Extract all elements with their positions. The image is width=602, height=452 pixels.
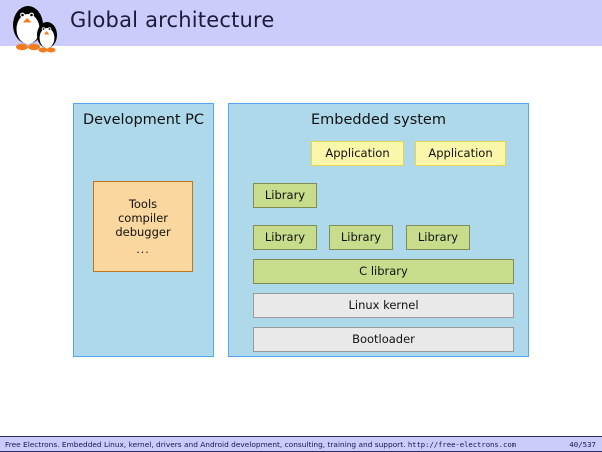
- box-tools-line-2: compiler: [117, 210, 169, 225]
- footer-credit: Free Electrons. Embedded Linux, kernel, …: [5, 440, 516, 449]
- box-tools: Tools compiler debugger ...: [93, 181, 193, 272]
- two-penguins-logo: [13, 6, 57, 53]
- box-c-library: C library: [253, 259, 514, 284]
- architecture-diagram: Development PC Tools compiler debugger .…: [0, 46, 602, 431]
- box-c-library-label: C library: [359, 264, 408, 279]
- box-library-mid-3: Library: [406, 225, 470, 250]
- box-application-2-label: Application: [428, 146, 493, 161]
- box-library-top-label: Library: [264, 188, 306, 203]
- box-library-mid-1: Library: [253, 225, 317, 250]
- box-linux-kernel: Linux kernel: [253, 293, 514, 318]
- box-tools-line-1: Tools: [128, 196, 158, 211]
- box-application-2: Application: [415, 141, 506, 166]
- box-application-1-label: Application: [325, 146, 390, 161]
- box-tools-line-3: debugger: [115, 225, 171, 240]
- box-application-1: Application: [311, 141, 404, 166]
- footer-credit-text: Free Electrons. Embedded Linux, kernel, …: [5, 440, 406, 449]
- panel-embedded-system: Embedded system Application Application …: [228, 103, 529, 357]
- panel-title-development-pc: Development PC: [82, 112, 205, 128]
- box-library-mid-1-label: Library: [264, 230, 306, 245]
- footer-page-number: 40/537: [569, 440, 596, 449]
- box-library-mid-3-label: Library: [417, 230, 459, 245]
- box-bootloader-label: Bootloader: [352, 332, 415, 347]
- footer-url[interactable]: http://free-electrons.com: [407, 440, 516, 449]
- box-bootloader: Bootloader: [253, 327, 514, 352]
- page-title: Global architecture: [70, 8, 275, 32]
- panel-development-pc: Development PC Tools compiler debugger .…: [73, 103, 214, 357]
- box-library-mid-2-label: Library: [340, 230, 382, 245]
- box-library-mid-2: Library: [329, 225, 393, 250]
- box-library-top: Library: [253, 183, 317, 208]
- box-linux-kernel-label: Linux kernel: [348, 298, 419, 313]
- panel-title-embedded-system: Embedded system: [311, 112, 446, 128]
- slide-header: Global architecture: [0, 0, 602, 53]
- slide-footer: Free Electrons. Embedded Linux, kernel, …: [0, 436, 602, 452]
- box-tools-ellipsis: ...: [136, 242, 150, 256]
